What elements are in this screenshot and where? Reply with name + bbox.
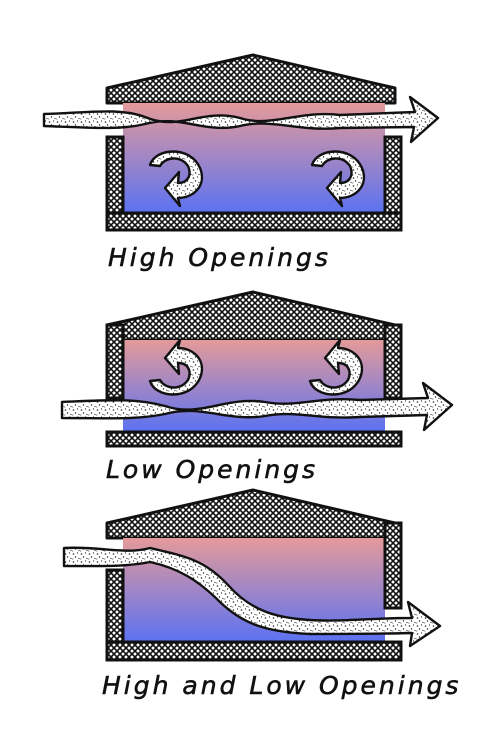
left-wall — [107, 325, 123, 398]
roof — [107, 55, 395, 103]
panel-high-openings: High Openings — [44, 55, 438, 272]
panel-low-openings: Low Openings — [62, 292, 452, 484]
floor — [107, 642, 401, 660]
left-wall — [107, 137, 123, 213]
floor — [107, 432, 401, 446]
caption-high-openings: High Openings — [108, 243, 331, 272]
right-wall — [385, 325, 401, 398]
roof — [107, 490, 395, 538]
caption-high-and-low-openings: High and Low Openings — [102, 671, 461, 700]
roof — [107, 292, 395, 340]
caption-low-openings: Low Openings — [106, 455, 318, 484]
panel-high-and-low-openings: High and Low Openings — [64, 490, 461, 700]
right-wall — [385, 137, 401, 213]
right-wall-upper — [385, 523, 401, 608]
floor — [107, 213, 401, 230]
